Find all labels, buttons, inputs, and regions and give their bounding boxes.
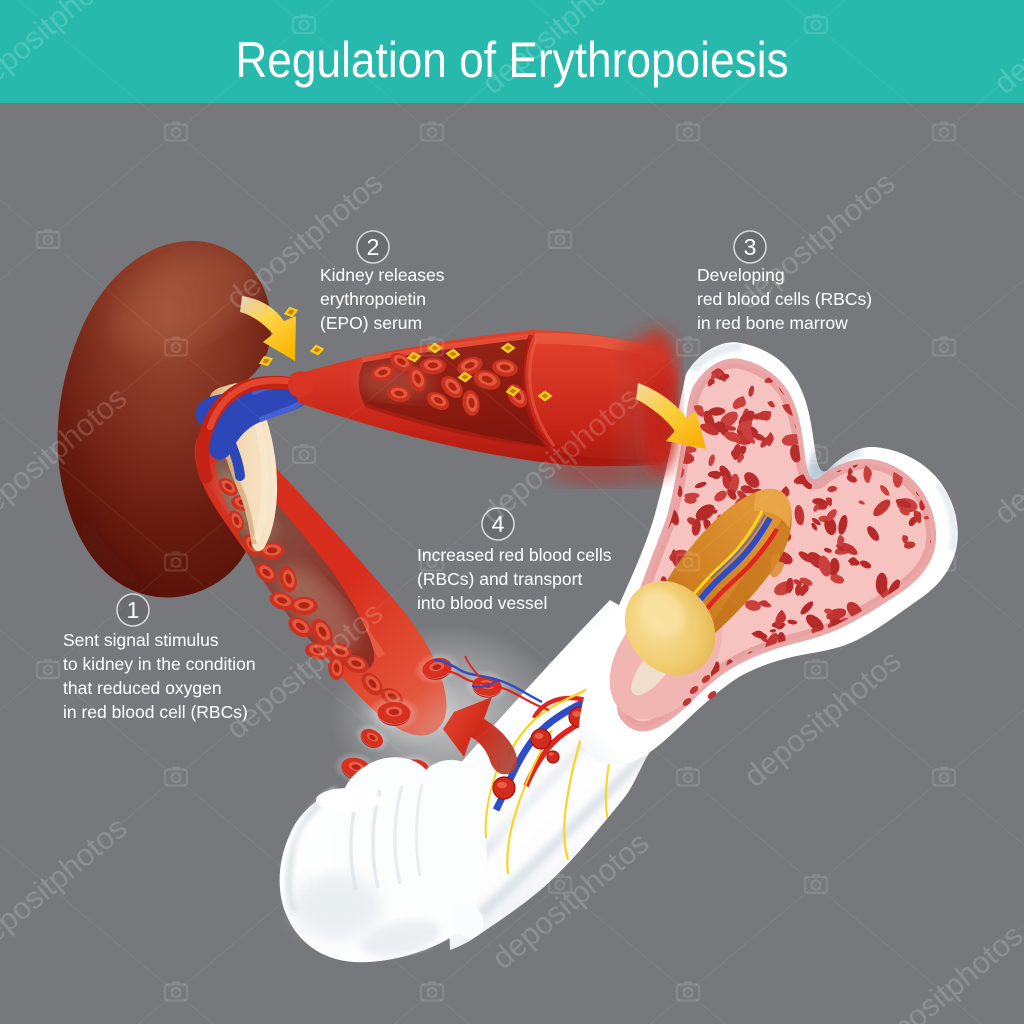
svg-text:Developing: Developing — [697, 265, 785, 285]
svg-text:1: 1 — [127, 597, 140, 623]
svg-text:in red blood cell (RBCs): in red blood cell (RBCs) — [63, 702, 248, 722]
svg-text:Increased red blood cells: Increased red blood cells — [417, 545, 612, 565]
svg-text:3: 3 — [744, 234, 757, 260]
svg-text:into blood vessel: into blood vessel — [417, 593, 547, 613]
svg-text:in red bone marrow: in red bone marrow — [697, 313, 848, 333]
svg-text:Regulation of Erythropoiesis: Regulation of Erythropoiesis — [235, 33, 788, 89]
svg-text:(EPO) serum: (EPO) serum — [320, 313, 422, 333]
svg-text:red blood cells (RBCs): red blood cells (RBCs) — [697, 289, 872, 309]
svg-text:that reduced oxygen: that reduced oxygen — [63, 678, 222, 698]
svg-text:Sent signal stimulus: Sent signal stimulus — [63, 630, 219, 650]
svg-text:erythropoietin: erythropoietin — [320, 289, 426, 309]
svg-text:2: 2 — [367, 234, 380, 260]
svg-text:(RBCs) and transport: (RBCs) and transport — [417, 569, 582, 589]
svg-text:to kidney in the condition: to kidney in the condition — [63, 654, 256, 674]
svg-text:Kidney releases: Kidney releases — [320, 265, 445, 285]
svg-text:4: 4 — [492, 511, 505, 537]
